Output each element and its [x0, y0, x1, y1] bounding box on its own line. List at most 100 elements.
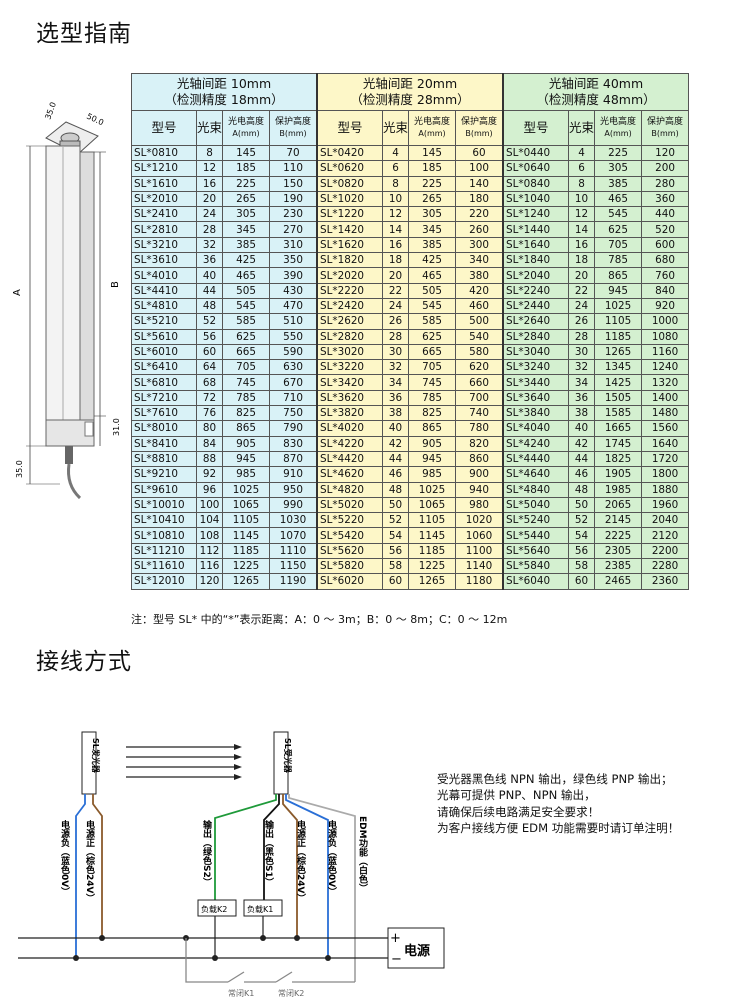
table-cell: 34: [382, 374, 410, 391]
table-cell: 24: [568, 297, 596, 315]
table-cell: 46: [568, 466, 596, 483]
table-cell: 2385: [594, 558, 643, 575]
table-cell: 520: [641, 221, 690, 238]
table-cell: 64: [195, 359, 224, 376]
wiring-note: 受光器黑色线 NPN 输出，绿色线 PNP 输出；: [437, 772, 673, 786]
table-cell: 48: [382, 481, 410, 498]
table-cell: 830: [269, 435, 318, 452]
table-cell: 825: [222, 405, 271, 422]
table-cell: 54: [382, 527, 410, 544]
table-cell: 56: [195, 328, 224, 345]
table-cell: 2225: [594, 527, 643, 544]
table-cell: 785: [408, 389, 457, 407]
table-cell: 104: [195, 512, 224, 529]
table-cell: 52: [382, 512, 410, 529]
table-cell: SL*2010: [131, 190, 197, 208]
table-cell: 270: [269, 221, 318, 238]
table-cell: 340: [455, 252, 504, 269]
load-k2-box: [197, 899, 237, 917]
table-cell: SL*1640: [502, 236, 570, 254]
table-cell: 465: [594, 190, 643, 208]
table-cell: 380: [455, 267, 504, 284]
table-cell: SL*5640: [502, 542, 570, 560]
table-cell: 225: [408, 175, 457, 192]
table-cell: SL*12010: [131, 573, 197, 590]
table-cell: 1105: [222, 512, 271, 529]
table-cell: 1145: [222, 527, 271, 544]
table-cell: 36: [195, 252, 224, 269]
table-cell: 4: [382, 144, 410, 162]
table-cell: SL*6010: [131, 343, 197, 361]
dim-35-bottom: 35.0: [15, 460, 24, 478]
table-cell: SL*3420: [316, 374, 384, 391]
table-cell: 260: [455, 221, 504, 238]
table-cell: 88: [195, 450, 224, 468]
table-cell: 24: [382, 297, 410, 315]
table-cell: 265: [408, 190, 457, 208]
table-cell: 420: [455, 282, 504, 299]
table-cell: SL*4820: [316, 481, 384, 498]
table-cell: 265: [222, 190, 271, 208]
table-cell: SL*5240: [502, 512, 570, 529]
table-cell: 865: [594, 267, 643, 284]
table-cell: 900: [455, 466, 504, 483]
dim-b: B: [110, 281, 121, 288]
table-cell: 665: [408, 343, 457, 361]
table-cell: 1025: [594, 297, 643, 315]
table-cell: 112: [195, 542, 224, 560]
table-cell: 1345: [594, 359, 643, 376]
table-cell: 1190: [269, 573, 318, 590]
label-e-pos: 电源正（棕色24V）: [84, 819, 96, 903]
table-cell: 545: [408, 297, 457, 315]
table-cell: 4: [568, 144, 596, 162]
table-cell: 12: [195, 160, 224, 177]
table-cell: 1585: [594, 405, 643, 422]
table-cell: 50: [382, 496, 410, 514]
table-cell: SL*4220: [316, 435, 384, 452]
table-cell: 780: [455, 420, 504, 437]
table-cell: 68: [195, 374, 224, 391]
table-cell: 665: [222, 343, 271, 361]
table-cell: 28: [568, 328, 596, 345]
table-cell: 2360: [641, 573, 690, 590]
table-cell: 48: [195, 297, 224, 315]
receiver-box: [273, 731, 289, 795]
table-cell: 1225: [222, 558, 271, 575]
table-cell: 60: [455, 144, 504, 162]
table-cell: 2040: [641, 512, 690, 529]
table-cell: 1150: [269, 558, 318, 575]
table-cell: 680: [641, 252, 690, 269]
table-cell: SL*3620: [316, 389, 384, 407]
wiring-notes: 受光器黑色线 NPN 输出，绿色线 PNP 输出； 光幕可提供 PNP、NPN …: [437, 771, 679, 836]
table-cell: 865: [222, 420, 271, 437]
table-cell: 50: [568, 496, 596, 514]
table-cell: 1265: [222, 573, 271, 590]
table-cell: 465: [408, 267, 457, 284]
table-cell: 310: [269, 236, 318, 254]
table-cell: 425: [222, 252, 271, 269]
table-cell: SL*6410: [131, 359, 197, 376]
table-cell: 1225: [408, 558, 457, 575]
table-cell: 950: [269, 481, 318, 498]
table-cell: SL*5620: [316, 542, 384, 560]
table-cell: 625: [594, 221, 643, 238]
table-cell: 460: [455, 297, 504, 315]
table-cell: SL*8010: [131, 420, 197, 437]
table-cell: 1185: [594, 328, 643, 345]
table-cell: 305: [408, 206, 457, 223]
table-cell: 505: [222, 282, 271, 299]
table-cell: 385: [222, 236, 271, 254]
table-cell: 545: [222, 297, 271, 315]
table-cell: 1880: [641, 481, 690, 498]
table-cell: 8: [195, 144, 224, 162]
table-cell: 1425: [594, 374, 643, 391]
table-cell: 20: [382, 267, 410, 284]
